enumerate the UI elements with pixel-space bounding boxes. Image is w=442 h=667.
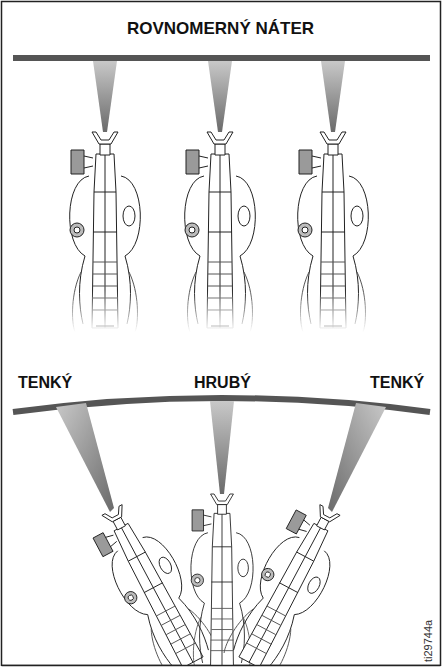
coat-label: HRUBÝ [194, 374, 251, 392]
coat-label: TENKÝ [370, 374, 424, 392]
coat-label: TENKÝ [18, 374, 72, 392]
heading: ROVNOMERNÝ NÁTER [127, 19, 314, 39]
watermark: ti29744a [422, 620, 434, 662]
